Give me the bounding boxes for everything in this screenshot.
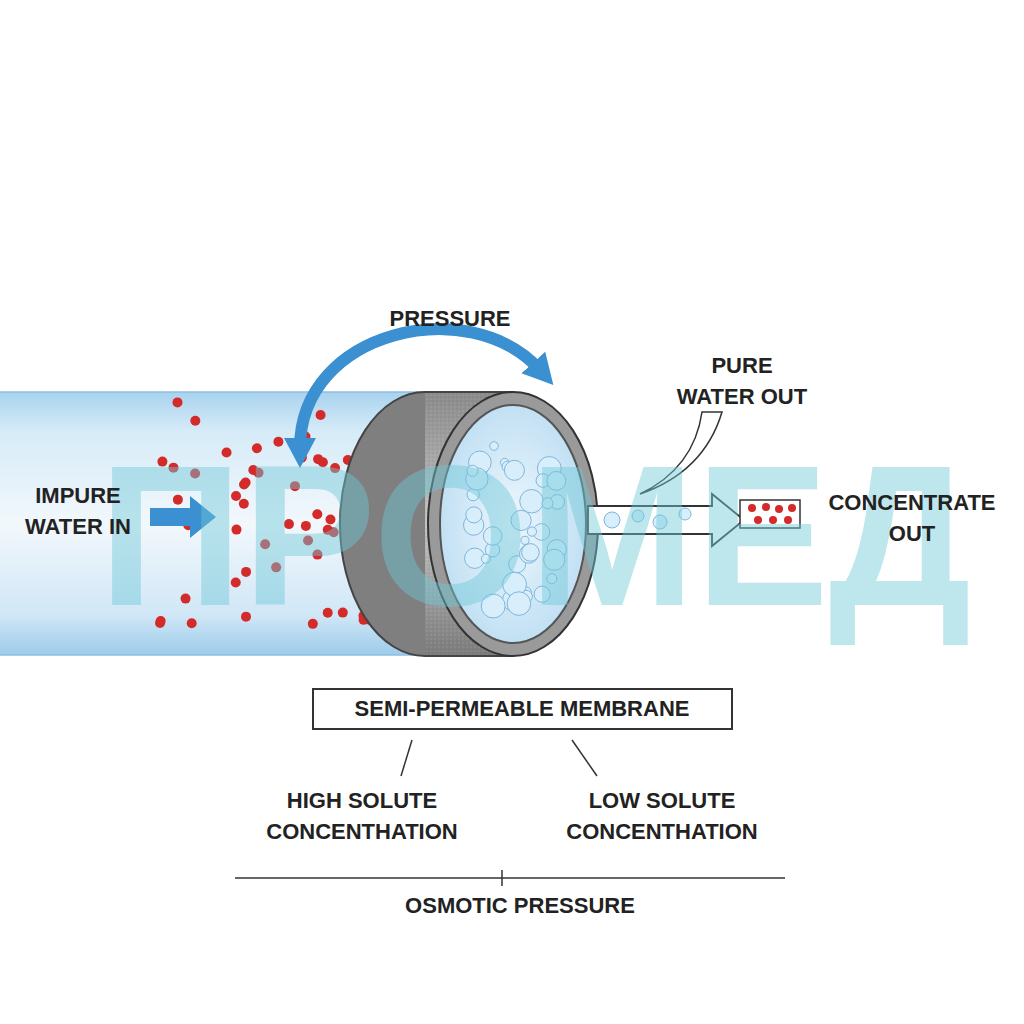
scale-tick — [501, 870, 503, 886]
solute-dot — [172, 397, 182, 407]
leader-line — [572, 740, 597, 776]
output-label: PURE WATER OUT — [672, 350, 812, 412]
leader-line — [401, 740, 412, 776]
watermark: ПРОМЕД — [35, 436, 1024, 636]
input-label: IMPURE WATER IN — [16, 480, 140, 542]
region-label: LOW SOLUTE CONCENTHATION — [552, 785, 772, 847]
flow-label: PRESSURE — [340, 303, 560, 334]
solute-dot — [316, 410, 326, 420]
label-box: SEMI-PERMEABLE MEMBRANE — [312, 688, 733, 730]
axis-label: OSMOTIC PRESSURE — [370, 890, 670, 921]
region-label: HIGH SOLUTE CONCENTHATION — [252, 785, 472, 847]
scale-line — [235, 877, 785, 879]
box-text: SEMI-PERMEABLE MEMBRANE — [355, 696, 690, 722]
output-label: CONCENTRATE OUT — [812, 487, 1012, 549]
solute-dot — [190, 416, 200, 426]
pressure-arrow — [300, 329, 540, 448]
